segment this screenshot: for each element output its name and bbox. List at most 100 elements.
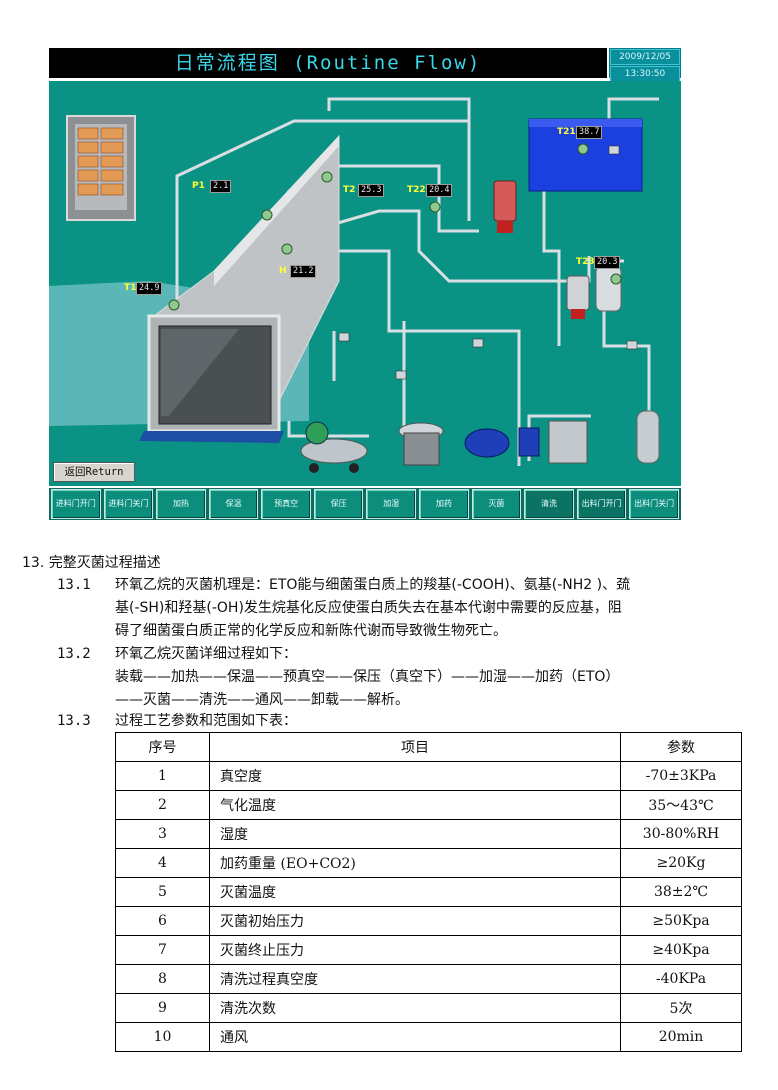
row-item: 湿度 (209, 819, 621, 849)
row-param: 20min (620, 1022, 742, 1052)
t1-label: T1 (124, 283, 137, 293)
s2-line2: 装载——加热——保温——预真空——保压（真空下）——加湿——加药（ETO） (115, 669, 620, 685)
row-item: 加药重量 (EO+CO2) (209, 848, 621, 878)
process-diagram-graphics (49, 97, 660, 473)
air-compressor (300, 438, 368, 464)
circulation-pump (493, 180, 517, 222)
s2-number: 13.2 (57, 646, 91, 662)
t1-readout: 24.9 (136, 282, 163, 295)
s2-line3: ——灭菌——清洗——通风——卸载——解析。 (115, 692, 409, 708)
gas-cylinder (636, 410, 660, 464)
datetime-display: 2009/12/05 13:30:50 (609, 48, 681, 82)
feed-door-open-button[interactable]: 进料门开门 (51, 489, 101, 519)
process-diagram: T21 38.7 P1 2.1 T2 25.3 T22 20.4 T23 20.… (49, 81, 681, 486)
row-index: 4 (115, 848, 210, 878)
table-header-row: 序号 项目 参数 (115, 732, 742, 762)
p1-readout: 2.1 (210, 180, 232, 193)
separator-tank (595, 265, 622, 312)
row-item: 清洗次数 (209, 993, 621, 1023)
h-label: H (279, 266, 287, 276)
row-item: 气化温度 (209, 790, 621, 820)
t2-readout: 25.3 (358, 184, 385, 197)
row-item: 灭菌终止压力 (209, 935, 621, 965)
row-index: 8 (115, 964, 210, 994)
section-heading: 13. 完整灭菌过程描述 (22, 555, 161, 571)
header-index: 序号 (115, 732, 210, 762)
valve-icons (338, 145, 638, 380)
compressor-fan-icon (305, 421, 329, 445)
row-index: 5 (115, 877, 210, 907)
vaporizer (403, 432, 440, 466)
discharge-door-open-button[interactable]: 出料门开门 (576, 489, 627, 519)
row-param: 35～43℃ (620, 790, 742, 820)
row-param: 38±2℃ (620, 877, 742, 907)
heat-button[interactable]: 加热 (156, 489, 206, 519)
row-param: -70±3KPa (620, 761, 742, 791)
hmi-title: 日常流程图 (Routine Flow) (49, 48, 607, 78)
row-item: 真空度 (209, 761, 621, 791)
h-readout: 21.2 (290, 265, 317, 278)
control-button-row: 进料门开门 进料门关门 加热 保温 预真空 保压 加湿 加药 灭菌 清洗 出料门… (49, 488, 681, 520)
s3-line1: 过程工艺参数和范围如下表： (115, 713, 297, 729)
row-index: 7 (115, 935, 210, 965)
sterilize-button[interactable]: 灭菌 (471, 489, 522, 519)
row-index: 2 (115, 790, 210, 820)
time-readout: 13:30:50 (610, 66, 680, 82)
hmi-screen: 日常流程图 (Routine Flow) 2009/12/05 13:30:50 (49, 48, 681, 520)
pre-vacuum-button[interactable]: 预真空 (261, 489, 311, 519)
dose-button[interactable]: 加药 (419, 489, 469, 519)
row-param: ≥50Kpa (620, 906, 742, 936)
load-cart-boxes (77, 127, 124, 196)
row-param: ≥20Kg (620, 848, 742, 878)
row-index: 10 (115, 1022, 210, 1052)
s1-line2: 基(-SH)和羟基(-OH)发生烷基化反应使蛋白质失去在基本代谢中需要的反应基，… (115, 600, 622, 616)
p1-label: P1 (192, 181, 205, 191)
row-item: 灭菌温度 (209, 877, 621, 907)
row-item: 灭菌初始压力 (209, 906, 621, 936)
small-pump (566, 275, 590, 311)
feed-door-close-button[interactable]: 进料门关门 (103, 489, 154, 519)
t22-label: T22 (407, 185, 426, 195)
hold-pressure-button[interactable]: 保压 (313, 489, 364, 519)
row-param: ≥40Kpa (620, 935, 742, 965)
header-item: 项目 (209, 732, 621, 762)
t2-label: T2 (343, 185, 356, 195)
s3-number: 13.3 (57, 713, 91, 729)
hold-temp-button[interactable]: 保温 (208, 489, 259, 519)
gauge-icons (168, 143, 622, 311)
row-item: 清洗过程真空度 (209, 964, 621, 994)
row-item: 通风 (209, 1022, 621, 1052)
row-index: 1 (115, 761, 210, 791)
t23-label: T23 (576, 257, 595, 267)
s1-line1: 环氧乙烷的灭菌机理是：ETO能与细菌蛋白质上的羧基(-COOH)、氨基(-NH2… (115, 577, 631, 593)
t23-readout: 20.3 (594, 256, 621, 269)
s1-line3: 碍了细菌蛋白质正常的化学反应和新陈代谢而导致微生物死亡。 (115, 623, 507, 639)
date-readout: 2009/12/05 (610, 49, 680, 65)
return-button[interactable]: 返回Return (53, 462, 135, 482)
row-index: 6 (115, 906, 210, 936)
row-param: 30-80%RH (620, 819, 742, 849)
t21-label: T21 (557, 127, 576, 137)
s2-line1: 环氧乙烷灭菌详细过程如下： (115, 646, 297, 662)
row-index: 9 (115, 993, 210, 1023)
discharge-door-close-button[interactable]: 出料门关门 (629, 489, 679, 519)
s1-number: 13.1 (57, 577, 91, 593)
chamber-base (139, 431, 284, 443)
row-index: 3 (115, 819, 210, 849)
t22-readout: 20.4 (426, 184, 453, 197)
flush-button[interactable]: 清洗 (524, 489, 574, 519)
humidify-button[interactable]: 加湿 (366, 489, 417, 519)
row-param: 5次 (620, 993, 742, 1023)
row-param: -40KPa (620, 964, 742, 994)
header-param: 参数 (620, 732, 742, 762)
